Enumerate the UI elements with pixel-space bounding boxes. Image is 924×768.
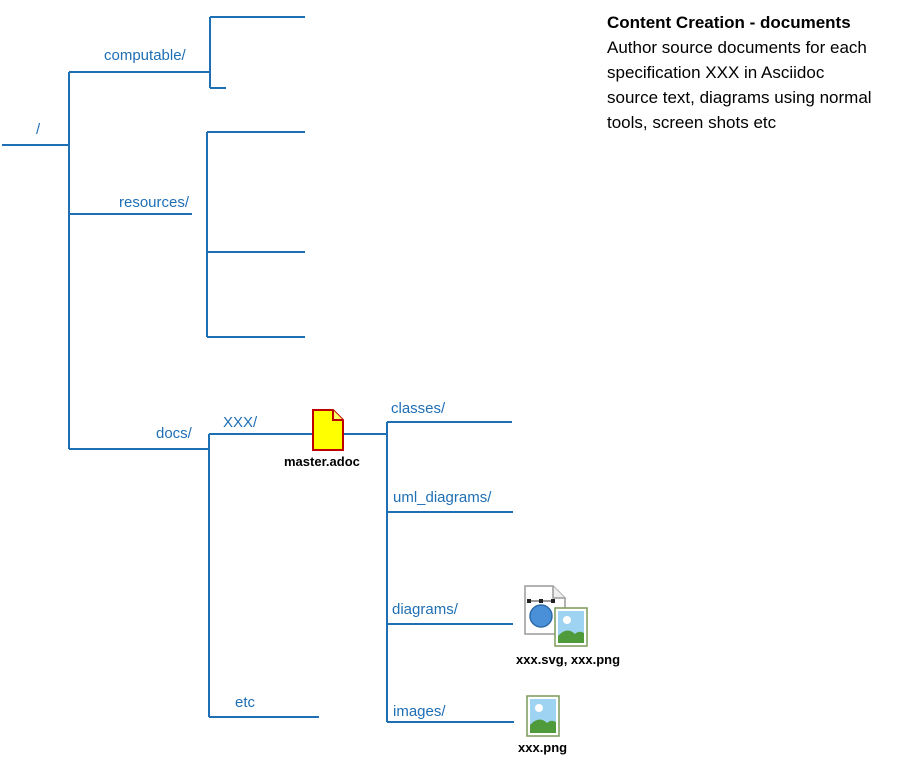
images-folder-label[interactable]: images/ xyxy=(393,703,446,720)
computable-folder-label[interactable]: computable/ xyxy=(104,47,186,64)
root-label[interactable]: / xyxy=(36,121,41,138)
image-file-icon[interactable] xyxy=(526,695,560,737)
description-panel: Content Creation - documents Author sour… xyxy=(607,10,917,135)
classes-folder-label[interactable]: classes/ xyxy=(391,400,446,417)
image-file-caption: xxx.png xyxy=(518,740,568,755)
description-line: specification XXX in Asciidoc xyxy=(607,63,825,82)
description-line: tools, screen shots etc xyxy=(607,113,777,132)
description-line: Author source documents for each xyxy=(607,38,867,57)
master-adoc-caption: master.adoc xyxy=(284,454,360,469)
description-title: Content Creation - documents xyxy=(607,13,851,32)
vector-image-file-icon[interactable] xyxy=(523,584,589,648)
docs-folder-label[interactable]: docs/ xyxy=(156,425,192,442)
tree-lines xyxy=(2,16,514,723)
etc-folder-label[interactable]: etc xyxy=(235,694,256,711)
diagram-files-caption: xxx.svg, xxx.png xyxy=(516,652,621,667)
uml-diagrams-folder-label[interactable]: uml_diagrams/ xyxy=(393,489,492,506)
description-line: source text, diagrams using normal xyxy=(607,88,872,107)
xxx-folder-label[interactable]: XXX/ xyxy=(223,414,258,431)
diagrams-folder-label[interactable]: diagrams/ xyxy=(392,601,458,618)
resources-folder-label[interactable]: resources/ xyxy=(119,194,190,211)
document-icon[interactable] xyxy=(311,408,345,452)
